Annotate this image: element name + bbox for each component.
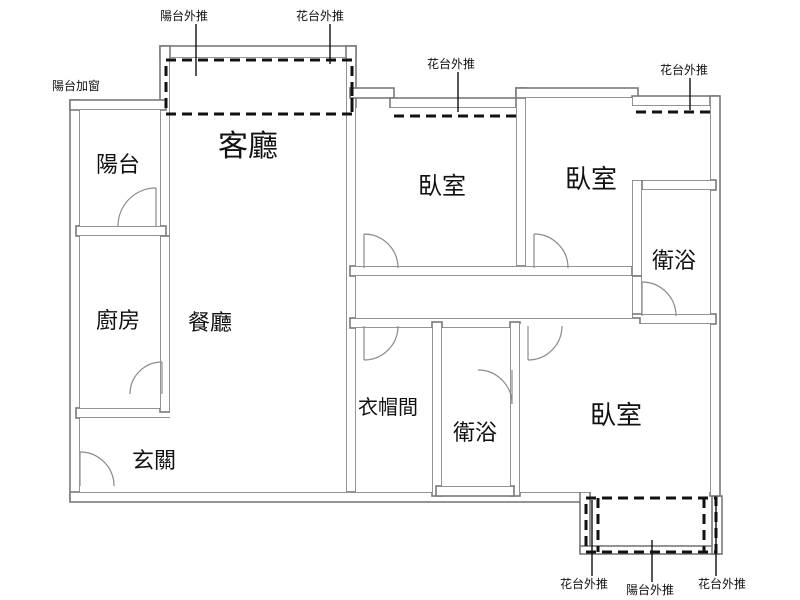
top-planter-extension-note-2: 花台外推 bbox=[427, 56, 475, 71]
walk-in-closet-label: 衣帽間 bbox=[358, 395, 418, 419]
balcony-window-note: 陽台加窗 bbox=[52, 78, 100, 93]
bedroom-1-label: 臥室 bbox=[418, 172, 466, 200]
balcony-label: 陽台 bbox=[96, 153, 140, 178]
room-labels: 客廳 陽台 廚房 餐廳 玄關 臥室 臥室 臥室 衛浴 衛浴 衣帽間 bbox=[96, 129, 696, 474]
bathroom-1-label: 衛浴 bbox=[652, 249, 696, 274]
living-room-label: 客廳 bbox=[218, 129, 278, 164]
bottom-planter-extension-right-note: 花台外推 bbox=[698, 576, 746, 591]
entrance-label: 玄關 bbox=[132, 449, 176, 474]
bedroom-3-label: 臥室 bbox=[590, 401, 642, 431]
top-planter-extension-note-1: 花台外推 bbox=[296, 8, 344, 23]
annotation-pointers bbox=[195, 24, 717, 582]
annotation-labels: 陽台加窗 陽台外推 花台外推 花台外推 花台外推 花台外推 陽台外推 花台外推 bbox=[52, 8, 746, 597]
dining-room-label: 餐廳 bbox=[188, 311, 232, 336]
top-planter-extension-note-3: 花台外推 bbox=[660, 62, 708, 77]
bottom-balcony-extension-note: 陽台外推 bbox=[626, 582, 674, 597]
kitchen-label: 廚房 bbox=[96, 309, 140, 334]
extension-lines bbox=[164, 58, 718, 554]
doors bbox=[79, 187, 677, 487]
top-balcony-extension-note: 陽台外推 bbox=[160, 8, 208, 23]
bathroom-2-label: 衛浴 bbox=[453, 421, 497, 446]
bedroom-2-label: 臥室 bbox=[565, 165, 617, 195]
room-fills bbox=[80, 58, 710, 492]
bottom-planter-extension-left-note: 花台外推 bbox=[560, 576, 608, 591]
